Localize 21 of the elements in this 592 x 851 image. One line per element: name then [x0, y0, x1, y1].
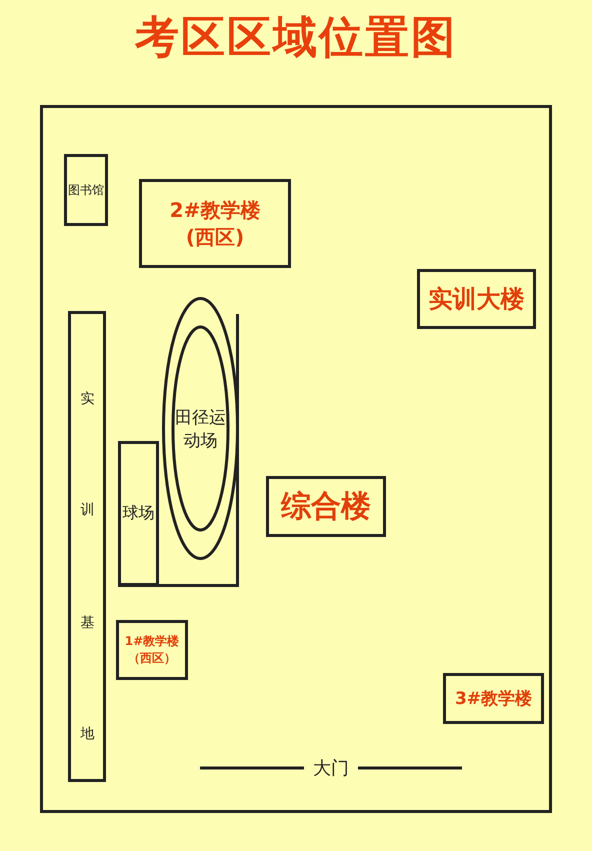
title: 考区区域位置图 — [134, 11, 458, 65]
building-box — [139, 179, 291, 268]
building-box — [417, 269, 536, 329]
building-label: 综合楼 — [281, 488, 371, 526]
running-track — [162, 297, 239, 560]
building-label: 1#教学楼（西区） — [124, 633, 180, 667]
building-label: 实训大楼 — [428, 284, 524, 315]
building-box — [118, 441, 159, 586]
building-label: 3#教学楼 — [454, 688, 532, 710]
building-box — [266, 476, 386, 537]
campus-boundary — [40, 105, 552, 813]
building-label: 田径运动场 — [174, 406, 227, 452]
building-box — [68, 311, 106, 782]
building-box — [443, 673, 544, 724]
building-label: 球场 — [122, 503, 154, 524]
building-label: 2#教学楼(西区) — [168, 196, 262, 250]
building-label: 图书馆 — [68, 182, 104, 198]
building-box — [116, 620, 188, 680]
building-box — [64, 154, 108, 226]
gate-label: 大门 — [312, 757, 350, 780]
building-label: 实训基地 — [78, 378, 96, 826]
